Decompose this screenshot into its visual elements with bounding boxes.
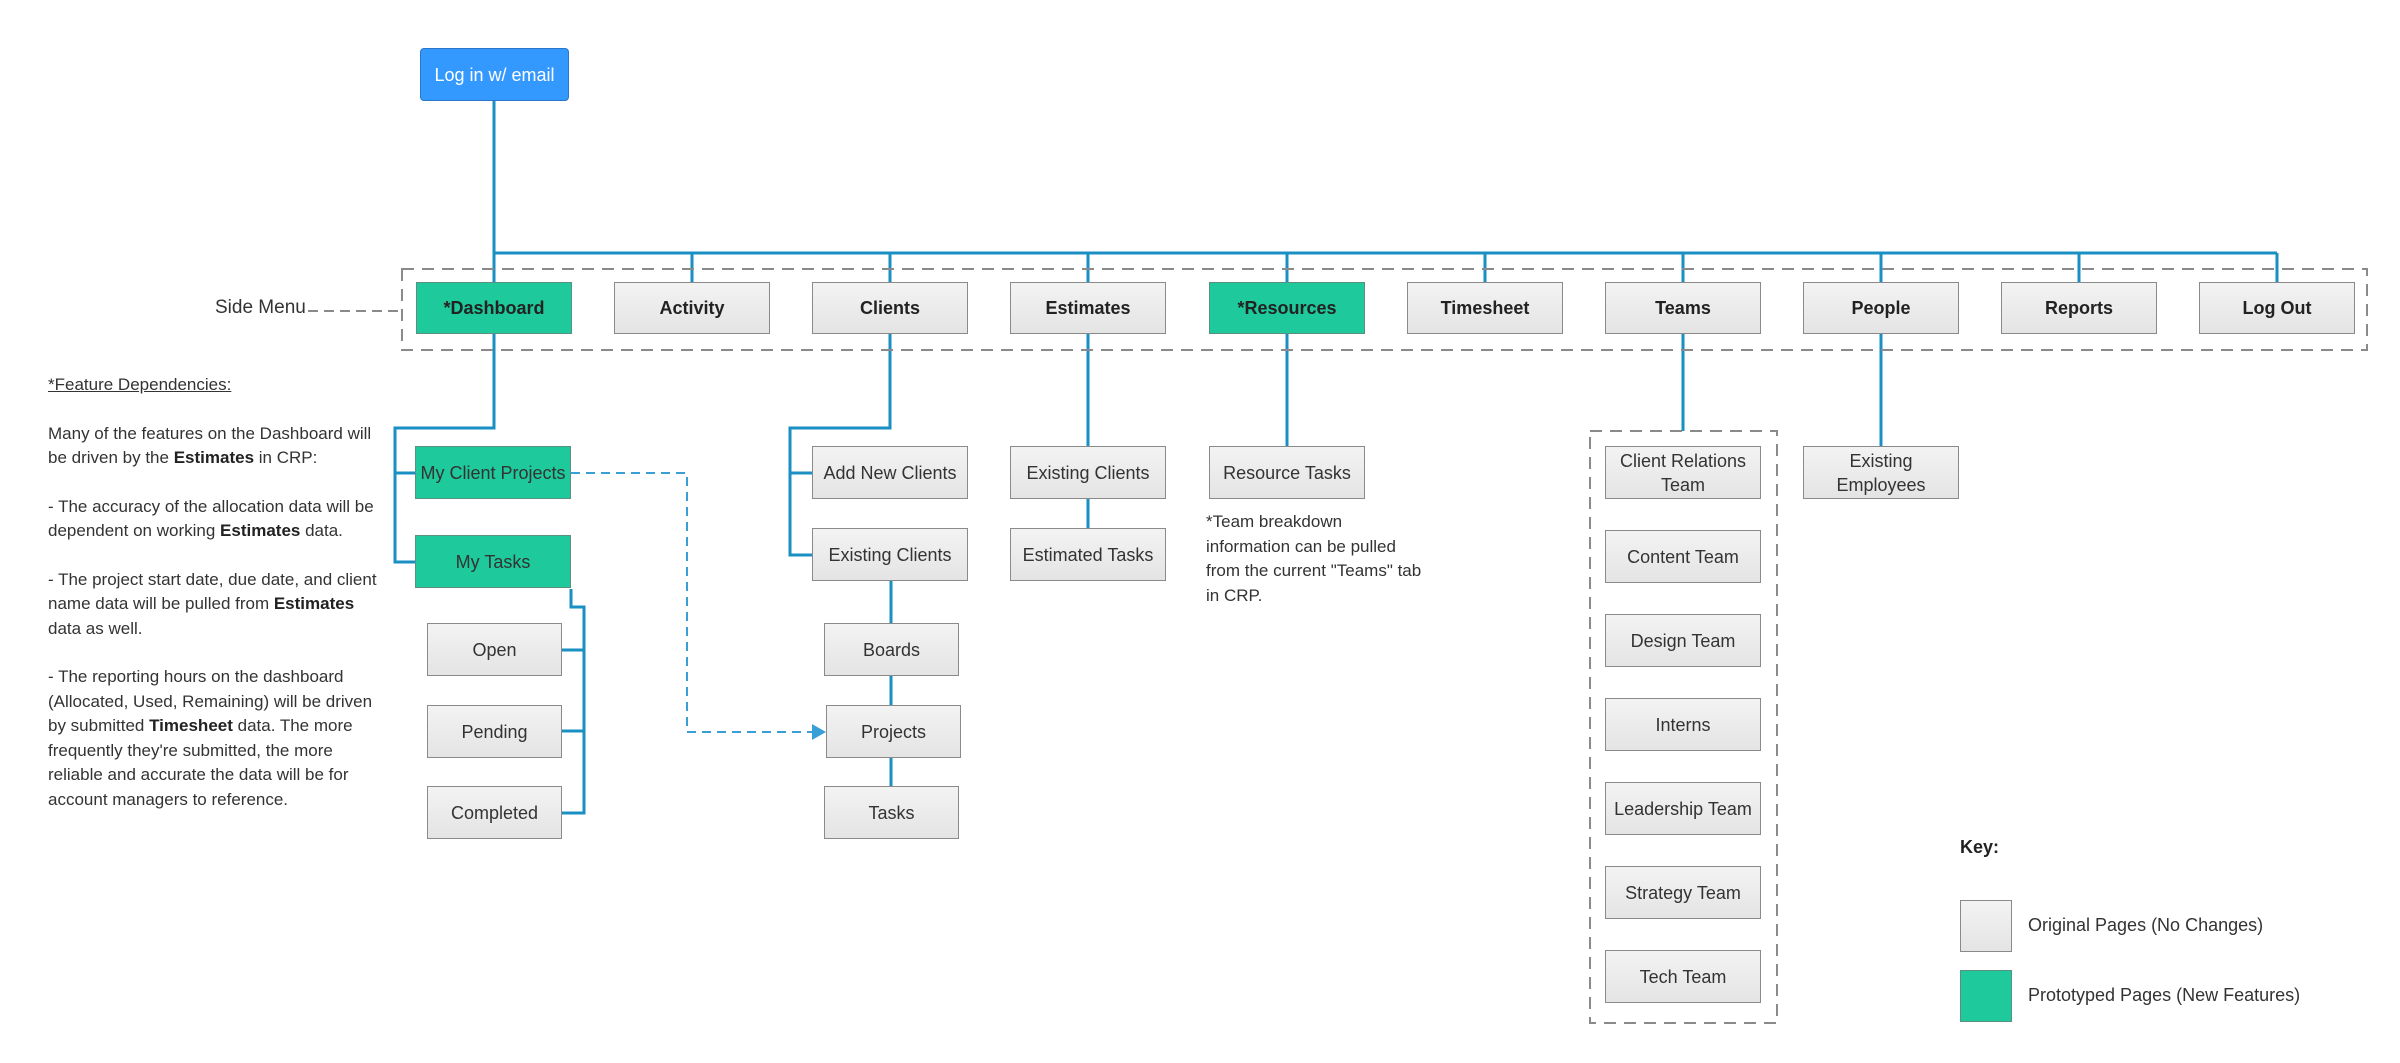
menu-item-teams[interactable]: Teams [1605, 282, 1761, 334]
team-client-relations[interactable]: Client Relations Team [1605, 446, 1761, 499]
key-label-prototyped: Prototyped Pages (New Features) [2028, 985, 2301, 1005]
dependency-note-2: - The accuracy of the allocation data wi… [48, 496, 374, 541]
team-leadership[interactable]: Leadership Team [1605, 782, 1761, 835]
menu-item-people[interactable]: People [1803, 282, 1959, 334]
menu-item-clients[interactable]: Clients [812, 282, 968, 334]
clients-tree [788, 334, 892, 557]
projects-node[interactable]: Projects [826, 705, 961, 758]
my-tasks-node[interactable]: My Tasks [415, 535, 571, 588]
feature-dependencies-notes: *Feature Dependencies: Many of the featu… [48, 373, 378, 836]
key-swatch-prototyped [1960, 970, 2012, 1022]
menu-item-log-out[interactable]: Log Out [2199, 282, 2355, 334]
menu-item-resources[interactable]: *Resources [1209, 282, 1365, 334]
team-breakdown-note: *Team breakdown information can be pulle… [1206, 512, 1422, 605]
my-client-projects-node[interactable]: My Client Projects [415, 446, 571, 499]
existing-employees-node[interactable]: Existing Employees [1803, 446, 1959, 499]
task-state-completed[interactable]: Completed [427, 786, 562, 839]
team-tech[interactable]: Tech Team [1605, 950, 1761, 1003]
menu-item-activity[interactable]: Activity [614, 282, 770, 334]
team-content[interactable]: Content Team [1605, 530, 1761, 583]
dashboard-tree [393, 334, 496, 564]
menu-item-estimates[interactable]: Estimates [1010, 282, 1166, 334]
team-interns[interactable]: Interns [1605, 698, 1761, 751]
menu-item-dashboard[interactable]: *Dashboard [416, 282, 572, 334]
my-tasks-tree [562, 589, 586, 815]
menu-drops [492, 253, 2279, 282]
menu-item-reports[interactable]: Reports [2001, 282, 2157, 334]
menu-item-timesheet[interactable]: Timesheet [1407, 282, 1563, 334]
dependency-note-3: - The project start date, due date, and … [48, 569, 377, 638]
task-state-open[interactable]: Open [427, 623, 562, 676]
key-title: Key: [1960, 837, 2000, 857]
feature-dependencies-heading: *Feature Dependencies: [48, 375, 232, 394]
task-state-pending[interactable]: Pending [427, 705, 562, 758]
add-new-clients-node[interactable]: Add New Clients [812, 446, 968, 499]
existing-clients-node[interactable]: Existing Clients [812, 528, 968, 581]
boards-node[interactable]: Boards [824, 623, 959, 676]
projects-link [571, 472, 812, 733]
side-menu-frame [401, 268, 2368, 351]
resource-tasks-node[interactable]: Resource Tasks [1209, 446, 1365, 499]
teams-frame [1589, 430, 1778, 1024]
side-menu-label: Side Menu [215, 297, 306, 318]
dependency-note-1: Many of the features on the Dashboard wi… [48, 423, 372, 468]
team-strategy[interactable]: Strategy Team [1605, 866, 1761, 919]
tasks-node[interactable]: Tasks [824, 786, 959, 839]
dependency-note-4: - The reporting hours on the dashboard (… [48, 667, 373, 809]
estimates-existing-clients-node[interactable]: Existing Clients [1010, 446, 1166, 499]
key-label-original: Original Pages (No Changes) [2028, 915, 2264, 935]
projects-link-arrowhead [812, 724, 826, 740]
key-swatch-original [1960, 900, 2012, 952]
estimated-tasks-node[interactable]: Estimated Tasks [1010, 528, 1166, 581]
login-button[interactable]: Log in w/ email [420, 48, 569, 101]
team-design[interactable]: Design Team [1605, 614, 1761, 667]
